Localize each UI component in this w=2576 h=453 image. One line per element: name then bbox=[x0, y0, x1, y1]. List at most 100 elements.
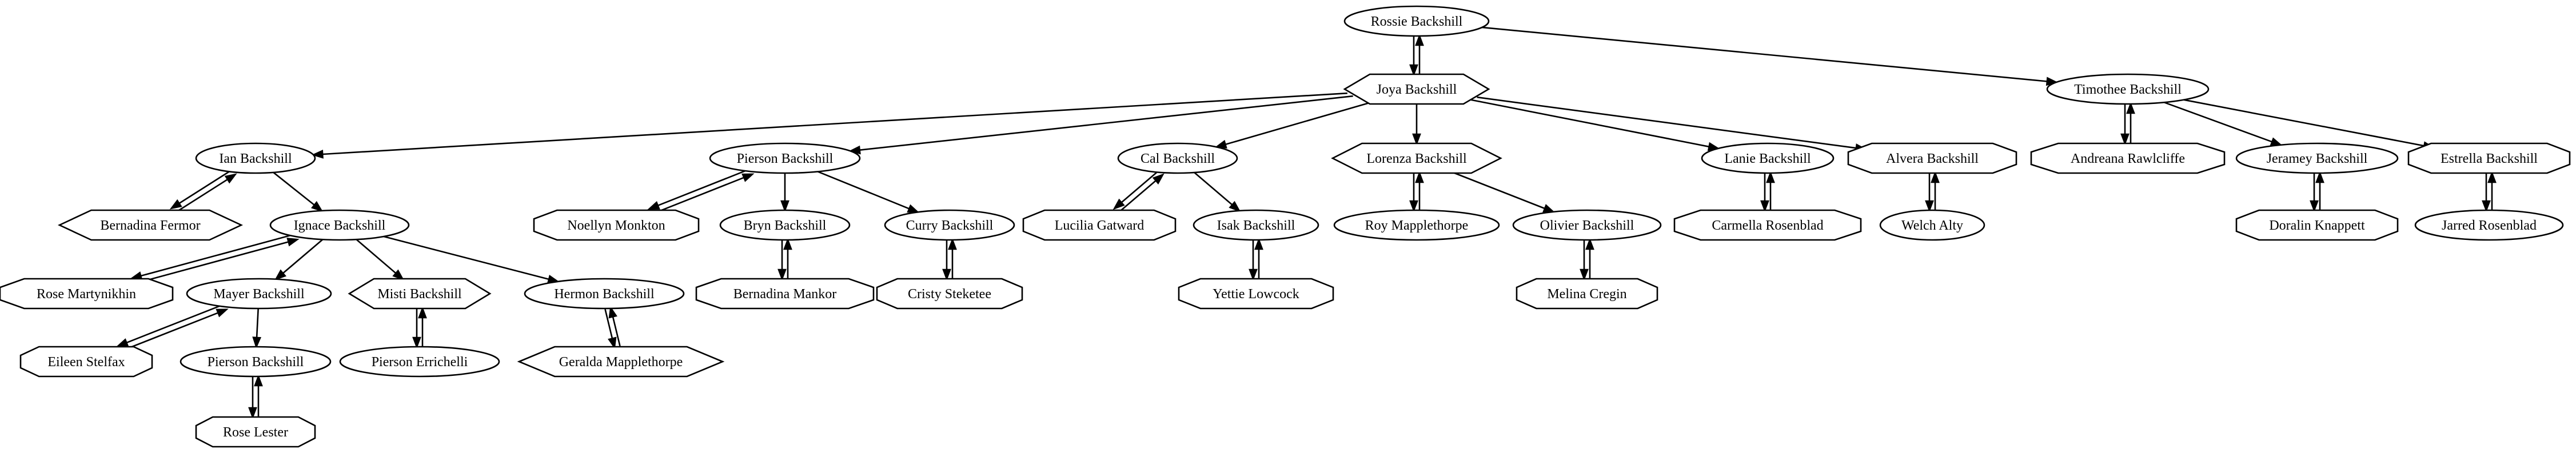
node-melina-octagon bbox=[1516, 278, 1658, 310]
edge-ian-ignace-line bbox=[273, 171, 315, 206]
node-mayer-ellipse bbox=[186, 278, 332, 310]
node-ian-label: Ian Backshill bbox=[219, 151, 292, 166]
edge-joya-pierson1-line bbox=[859, 95, 1353, 151]
edge-ian-bernadina-up-line bbox=[174, 178, 228, 214]
node-noellyn-octagon bbox=[533, 209, 700, 241]
node-geralda-label: Geralda Mapplethorpe bbox=[559, 355, 683, 370]
node-bernadinam-octagon bbox=[695, 278, 875, 310]
node-misti-hexagon bbox=[348, 278, 492, 310]
node-rosem-octagon bbox=[0, 278, 174, 310]
edge-mayer-pierson2-arrowhead bbox=[252, 336, 262, 349]
node-estrella-octagon bbox=[2407, 142, 2571, 174]
node-alvera: Alvera Backshill bbox=[1847, 142, 2017, 174]
edge-mayer-eileen-up-arrowhead bbox=[216, 308, 229, 318]
node-curry-label: Curry Backshill bbox=[906, 218, 994, 233]
edge-lanie-carmella-down-arrowhead bbox=[1760, 200, 1769, 213]
edge-ignace-misti-line bbox=[356, 239, 397, 274]
node-noellyn: Noellyn Monkton bbox=[533, 209, 700, 241]
edge-pierson1-noellyn-up-arrowhead bbox=[741, 173, 755, 182]
edge-ian-bernadina-down-arrowhead bbox=[169, 199, 182, 210]
node-pierson2-label: Pierson Backshill bbox=[208, 355, 304, 370]
node-isak-label: Isak Backshill bbox=[1217, 218, 1295, 233]
node-joya-label: Joya Backshill bbox=[1377, 82, 1457, 97]
node-ignace-label: Ignace Backshill bbox=[294, 218, 386, 233]
node-ian-ellipse bbox=[195, 142, 316, 174]
node-welch: Welch Alty bbox=[1879, 209, 1985, 241]
node-melina-label: Melina Cregin bbox=[1547, 287, 1626, 302]
edge-ignace-mayer-arrowhead bbox=[274, 269, 287, 281]
node-rossie: Rossie Backshill bbox=[1343, 5, 1490, 37]
node-mayer: Mayer Backshill bbox=[186, 278, 332, 310]
edge-joya-alvera-line bbox=[1477, 96, 1857, 149]
node-yettie-octagon bbox=[1178, 278, 1334, 310]
node-timothee: Timothee Backshill bbox=[2046, 73, 2210, 105]
edge-joya-ian-line bbox=[322, 92, 1347, 155]
edge-pierson1-noellyn-down-arrowhead bbox=[647, 201, 660, 210]
edge-hermon-geralda-up-line bbox=[612, 316, 621, 347]
node-curry: Curry Backshill bbox=[884, 209, 1015, 241]
edge-jeramey-doralin-down-arrowhead bbox=[2310, 200, 2319, 213]
edge-joya-ian-arrowhead bbox=[311, 150, 324, 159]
edge-joya-cal-line bbox=[1225, 100, 1375, 146]
node-bernadina-hexagon bbox=[57, 209, 244, 241]
node-alvera-label: Alvera Backshill bbox=[1886, 151, 1979, 166]
node-lanie-label: Lanie Backshill bbox=[1724, 151, 1811, 166]
edge-pierson1-noellyn-up-line bbox=[651, 177, 744, 215]
node-cristy-label: Cristy Steketee bbox=[908, 287, 991, 302]
node-hermon-ellipse bbox=[524, 278, 685, 310]
node-ian: Ian Backshill bbox=[195, 142, 316, 174]
node-bernadinam-label: Bernadina Mankor bbox=[733, 287, 837, 302]
edge-mayer-pierson2-line bbox=[256, 308, 259, 338]
node-eileen-octagon bbox=[19, 346, 153, 378]
node-rossie-ellipse bbox=[1343, 5, 1490, 37]
edge-joya-cal-arrowhead bbox=[1214, 139, 1227, 149]
node-roy-label: Roy Mapplethorpe bbox=[1365, 218, 1469, 233]
edge-hermon-geralda-up-arrowhead bbox=[608, 306, 617, 319]
edge-ignace-rosem-up-line bbox=[133, 241, 289, 285]
node-olivier: Olivier Backshill bbox=[1512, 209, 1662, 241]
node-andreana-label: Andreana Rawlcliffe bbox=[2071, 151, 2185, 166]
node-ignace: Ignace Backshill bbox=[269, 209, 410, 241]
node-jeramey-ellipse bbox=[2235, 142, 2399, 174]
node-eileen-label: Eileen Stelfax bbox=[47, 355, 125, 370]
edge-timothee-andreana-down-arrowhead bbox=[2120, 133, 2130, 146]
node-noellyn-label: Noellyn Monkton bbox=[567, 218, 665, 233]
node-jarred-ellipse bbox=[2414, 209, 2564, 241]
edge-olivier-melina-up-arrowhead bbox=[1585, 238, 1594, 250]
edge-ignace-mayer-line bbox=[282, 239, 324, 274]
node-andreana-octagon bbox=[2030, 142, 2226, 174]
edge-misti-piersone-up-arrowhead bbox=[418, 306, 427, 319]
node-olivier-ellipse bbox=[1512, 209, 1662, 241]
node-joya-hexagon bbox=[1343, 73, 1490, 105]
node-welch-ellipse bbox=[1879, 209, 1985, 241]
node-cal: Cal Backshill bbox=[1117, 142, 1238, 174]
node-hermon-label: Hermon Backshill bbox=[554, 287, 655, 302]
node-pierson1: Pierson Backshill bbox=[709, 142, 861, 174]
node-bryn-label: Bryn Backshill bbox=[744, 218, 827, 233]
edge-pierson2-rosel-up-arrowhead bbox=[254, 374, 263, 387]
node-doralin-octagon bbox=[2235, 209, 2399, 241]
node-rosel-label: Rose Lester bbox=[223, 425, 288, 440]
node-lorenza-hexagon bbox=[1331, 142, 1502, 174]
node-bernadina-label: Bernadina Fermor bbox=[100, 218, 200, 233]
node-eileen: Eileen Stelfax bbox=[19, 346, 153, 378]
node-roy-ellipse bbox=[1333, 209, 1500, 241]
node-roy: Roy Mapplethorpe bbox=[1333, 209, 1500, 241]
node-lorenza-label: Lorenza Backshill bbox=[1366, 151, 1467, 166]
node-lucilia-octagon bbox=[1022, 209, 1177, 241]
node-carmella-octagon bbox=[1673, 209, 1862, 241]
node-lanie-ellipse bbox=[1701, 142, 1835, 174]
node-piersone: Pierson Errichelli bbox=[339, 346, 500, 378]
edge-jeramey-doralin-up-arrowhead bbox=[2315, 171, 2324, 183]
edge-bryn-bernadinam-down-arrowhead bbox=[777, 268, 787, 281]
edge-pierson1-noellyn-down-line bbox=[657, 168, 751, 207]
node-bryn-ellipse bbox=[719, 209, 851, 241]
node-lanie: Lanie Backshill bbox=[1701, 142, 1835, 174]
edge-ignace-hermon-line bbox=[383, 235, 549, 280]
node-lucilia: Lucilia Gatward bbox=[1022, 209, 1177, 241]
node-timothee-label: Timothee Backshill bbox=[2074, 82, 2182, 97]
node-cristy-octagon bbox=[876, 278, 1023, 310]
node-jarred-label: Jarred Rosenblad bbox=[2442, 218, 2537, 233]
node-yettie-label: Yettie Lowcock bbox=[1213, 287, 1299, 302]
edge-alvera-welch-up-arrowhead bbox=[1931, 171, 1940, 183]
